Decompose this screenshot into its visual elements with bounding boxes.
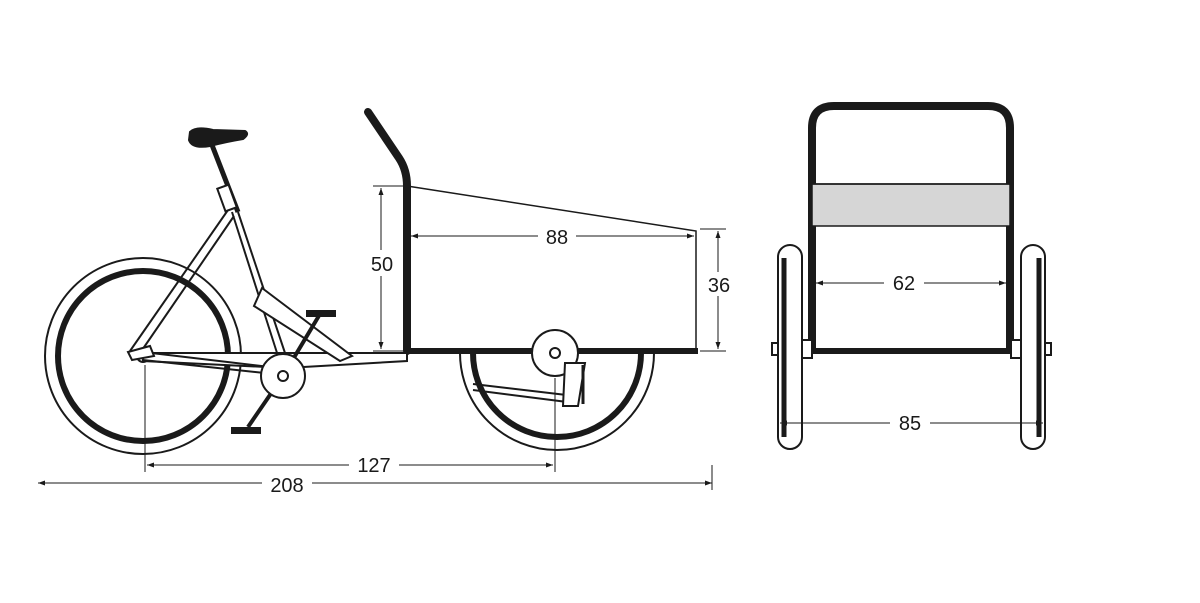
rear-dropout bbox=[126, 344, 156, 362]
crankset bbox=[231, 310, 336, 434]
frame bbox=[129, 209, 408, 375]
front-view bbox=[771, 102, 1052, 450]
box-height-label: 50 bbox=[371, 254, 393, 276]
track-width-label: 85 bbox=[899, 413, 921, 435]
box-width-label: 62 bbox=[893, 273, 915, 295]
cargo-box bbox=[406, 185, 698, 354]
side-view bbox=[44, 108, 698, 455]
right-wheel bbox=[1010, 244, 1052, 450]
front-handlebar bbox=[808, 102, 1014, 353]
steering-linkage bbox=[472, 362, 587, 407]
left-wheel bbox=[771, 244, 813, 450]
saddle bbox=[187, 127, 249, 213]
front-dimension-labels: 62 85 bbox=[884, 270, 930, 435]
side-dimension-labels: 127 208 50 88 36 bbox=[262, 224, 736, 497]
box-front-height-label: 36 bbox=[708, 275, 730, 297]
total-length-label: 208 bbox=[270, 475, 303, 497]
box-length-label: 88 bbox=[546, 227, 568, 249]
wheelbase-label: 127 bbox=[357, 455, 390, 477]
box-panel bbox=[811, 183, 1011, 227]
handlebar bbox=[364, 108, 411, 355]
